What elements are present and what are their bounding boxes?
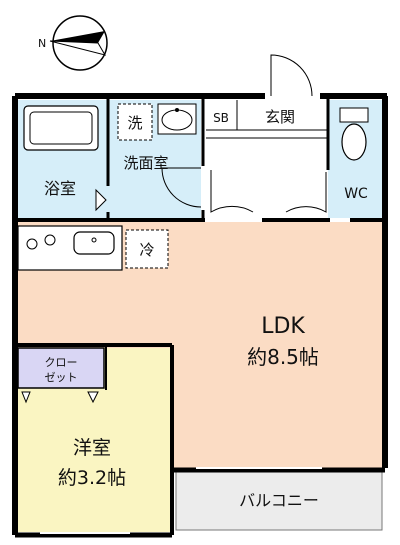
toilet-door-icon (285, 172, 327, 213)
entrance-door-icon (270, 54, 313, 97)
kitchen-sink-icon (73, 231, 115, 255)
walls (12, 93, 388, 538)
basin-faucet-icon (175, 108, 179, 112)
western-room-area-label: 約3.2帖 (58, 467, 126, 489)
washroom-door-icon (161, 167, 202, 208)
bathtub-inner (29, 111, 93, 145)
compass-needle-top (50, 31, 105, 43)
toilet-bowl-icon (341, 123, 367, 161)
compass-needle-bottom (49, 40, 107, 56)
closet-label-line2: ゼット (45, 371, 78, 384)
toilet-tank-icon (339, 107, 369, 123)
closet-label-line1: クロー (45, 356, 78, 369)
bath-label: 浴室 (44, 179, 76, 198)
closet-door-icon (87, 391, 99, 404)
washer-label: 洗 (127, 114, 142, 132)
sink-drain-icon (91, 237, 97, 243)
doors (95, 54, 327, 213)
compass: N (38, 15, 108, 71)
balcony-label: バルコニー (239, 491, 319, 510)
toilet-label: WC (344, 186, 368, 202)
bath-door-icon (95, 188, 107, 212)
basin-bowl-icon (161, 109, 193, 131)
ldk-label: LDK (261, 314, 305, 339)
washroom-label: 洗面室 (123, 154, 168, 172)
hall-door-icon (210, 170, 254, 213)
fridge-space (125, 229, 169, 269)
closet-door-icon (21, 391, 31, 404)
western-room-label: 洋室 (73, 437, 111, 459)
entrance-label: 玄関 (265, 108, 295, 126)
stove-burner-icon (44, 234, 56, 246)
fridge-label: 冷 (139, 241, 154, 259)
stove-burner-icon (26, 238, 38, 250)
compass-north-label: N (38, 37, 46, 50)
shoebox-label: SB (213, 111, 229, 125)
washer-space (117, 103, 153, 141)
ldk-area-label: 約8.5帖 (247, 345, 319, 369)
balcony-area (175, 471, 383, 531)
kitchen-counter (17, 225, 123, 271)
